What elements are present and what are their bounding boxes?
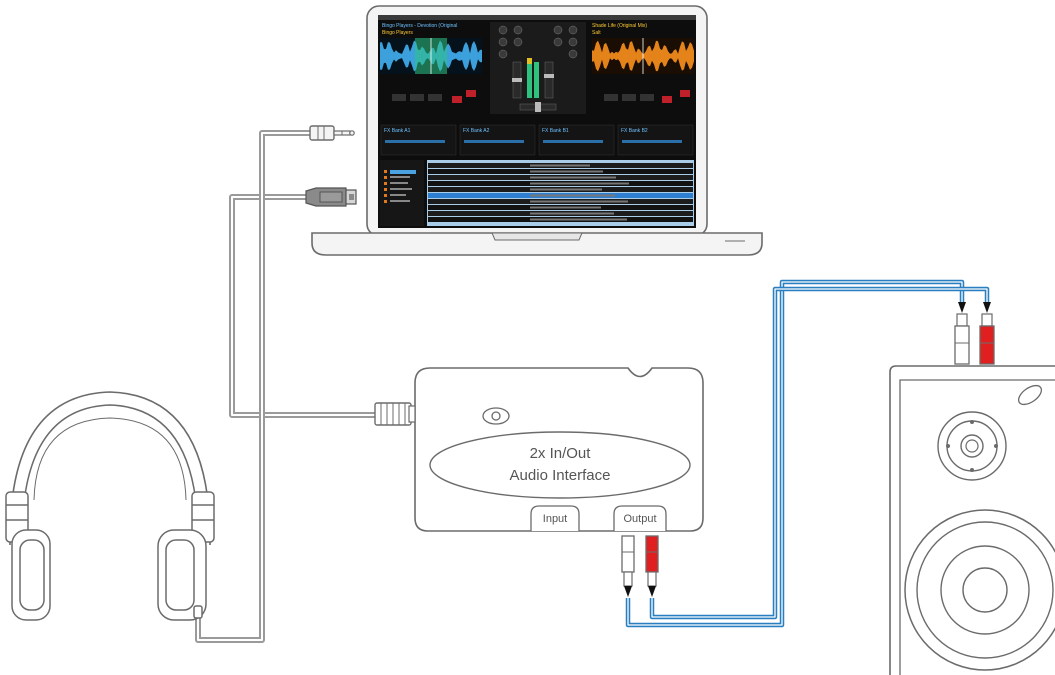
usb-connector	[374, 402, 416, 426]
output-label: Output	[623, 513, 656, 525]
fx-slider	[385, 140, 445, 143]
fx-panel-label: FX Bank B2	[621, 128, 648, 134]
usb-plug-icon	[305, 187, 357, 207]
library-browser	[380, 160, 694, 226]
track-row-text	[530, 194, 615, 197]
fx-slider	[464, 140, 524, 143]
dj-software: Bingo Players - Devotion (Original Bingo…	[378, 15, 696, 226]
track-row-text	[530, 182, 629, 185]
input-port-tab	[530, 505, 580, 531]
laptop-notch	[491, 232, 583, 241]
headphones-icon	[5, 391, 215, 621]
track-row-text	[530, 206, 601, 209]
mixer	[490, 22, 586, 114]
interface-title-line2: Audio Interface	[510, 467, 611, 484]
deck-right-artist: Salt	[592, 30, 601, 36]
jack-plug-icon	[309, 125, 355, 141]
track-rows	[428, 163, 693, 222]
interface-title-line1: 2x In/Out	[530, 445, 592, 462]
track-row-text	[530, 200, 628, 203]
laptop-base	[311, 232, 763, 256]
track-row-text	[530, 176, 616, 179]
cable-rca-blue	[625, 279, 990, 628]
track-row-text	[530, 170, 603, 173]
speaker-port	[1017, 384, 1043, 406]
deck-left-artist: Bingo Players	[382, 30, 413, 36]
track-row-text	[530, 164, 590, 167]
rca-plug-icon	[621, 535, 659, 597]
cable-headphone	[195, 130, 310, 643]
track-row-text	[530, 218, 627, 221]
laptop: Bingo Players - Devotion (Original Bingo…	[311, 5, 763, 256]
fx-panel-label: FX Bank B1	[542, 128, 569, 134]
interface-label-plate	[429, 431, 691, 499]
cable-usb	[229, 194, 375, 418]
speaker-icon	[889, 302, 1055, 675]
fx-panel-label: FX Bank A1	[384, 128, 411, 134]
track-row-text	[530, 188, 602, 191]
fx-slider	[622, 140, 682, 143]
deck-left-title: Bingo Players - Devotion (Original	[382, 23, 457, 29]
deck-left-controls	[392, 90, 476, 103]
track-row-text	[530, 212, 614, 215]
audio-interface: 2x In/Out Audio Interface Input Output	[374, 367, 704, 532]
deck-right-controls	[604, 90, 690, 103]
fx-panels: FX Bank A1 FX Bank A2 FX Bank B1 FX Bank B2	[380, 124, 694, 156]
input-label: Input	[543, 513, 567, 525]
fx-panel-label: FX Bank A2	[463, 128, 490, 134]
output-port-tab	[613, 505, 667, 531]
speaker-rca-plugs	[954, 302, 995, 365]
deck-right-title: Shade Life (Original Mix)	[592, 23, 647, 29]
fx-slider	[543, 140, 603, 143]
